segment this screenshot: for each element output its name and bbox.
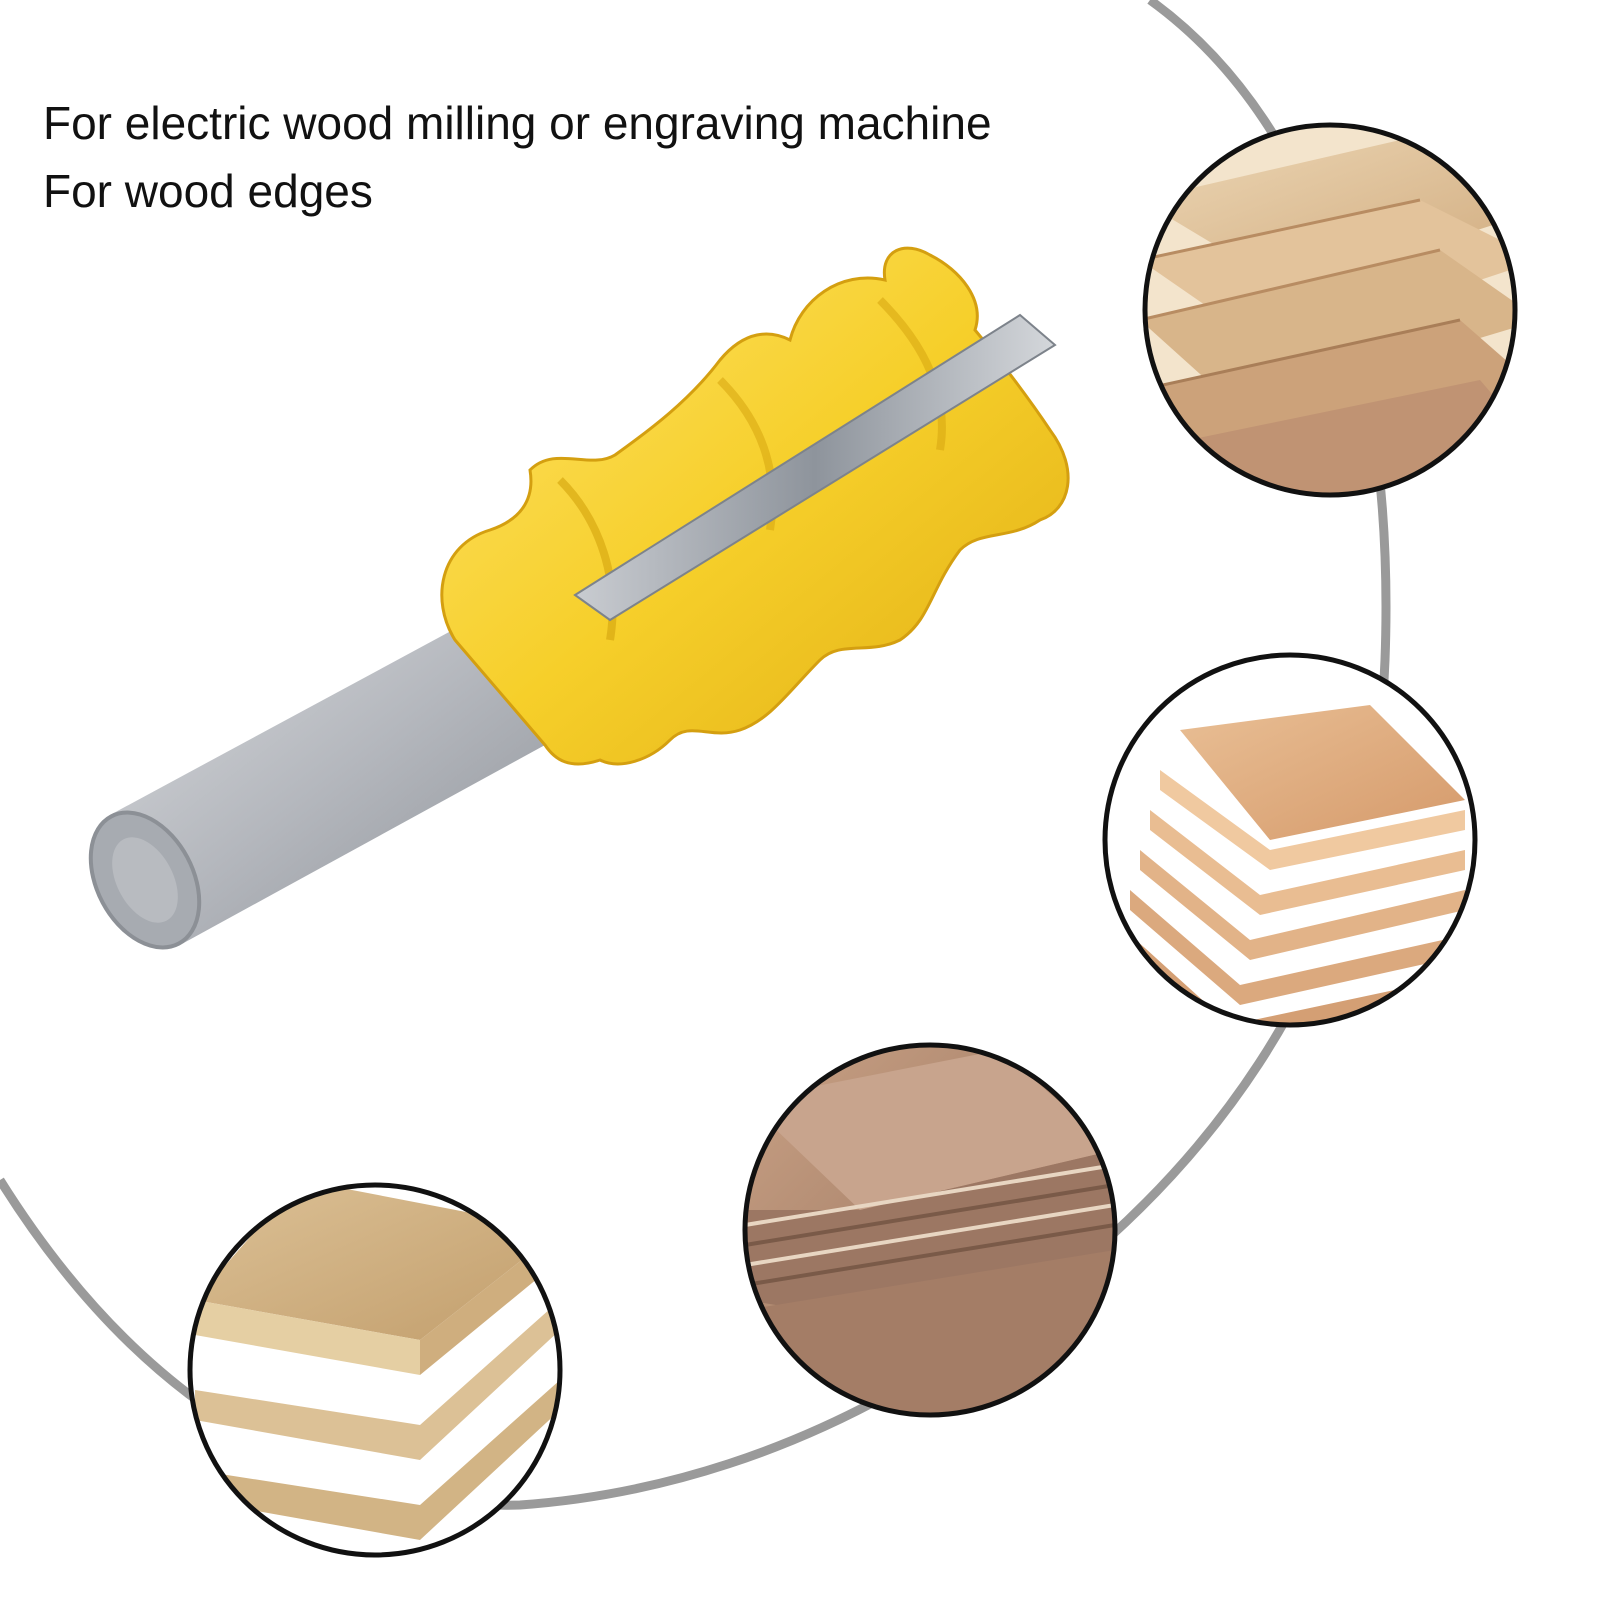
router-bit-blade bbox=[573, 313, 1057, 622]
particle-board-image bbox=[187, 1182, 563, 1558]
plywood-sheets-image bbox=[1102, 652, 1478, 1028]
caption-line-1: For electric wood milling or engraving m… bbox=[43, 97, 992, 149]
router-bit-shank bbox=[88, 618, 545, 950]
router-bit-image bbox=[88, 246, 1070, 950]
solid-wood-boards-image bbox=[1142, 122, 1518, 498]
laminated-plywood-image bbox=[742, 1042, 1118, 1418]
caption-line-2: For wood edges bbox=[43, 165, 373, 217]
